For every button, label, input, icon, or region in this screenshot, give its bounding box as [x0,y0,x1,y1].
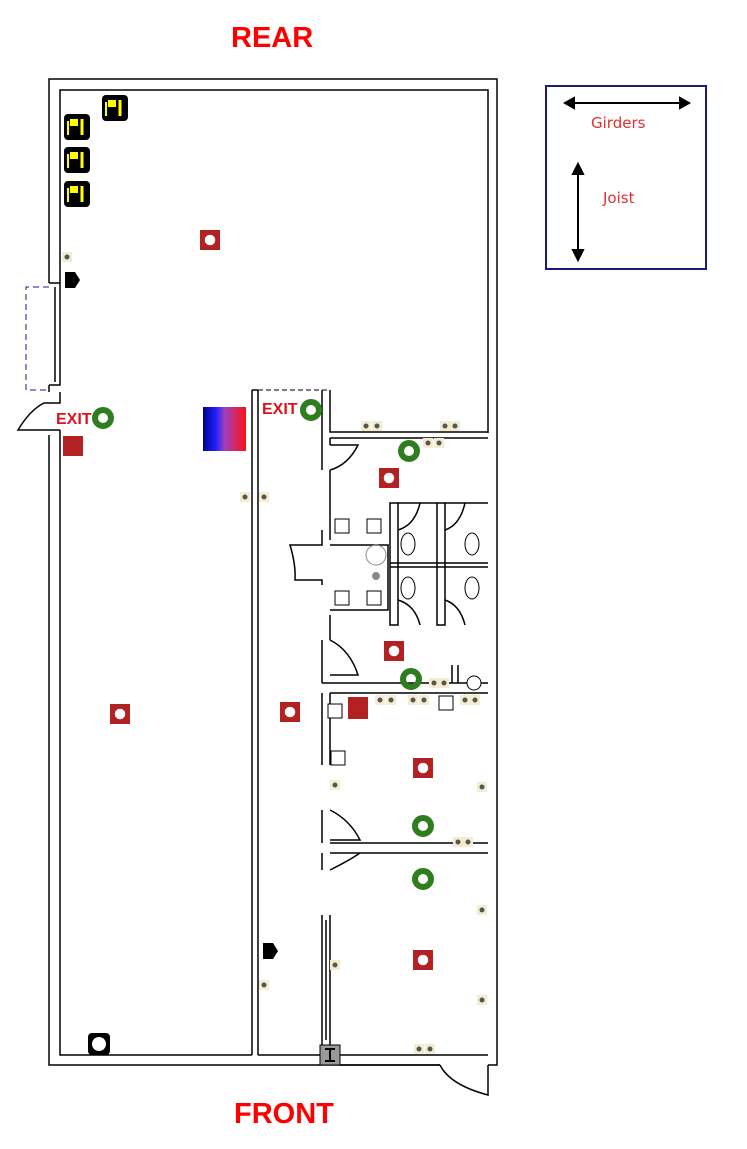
fire-extinguisher-icon [63,436,368,719]
urinal-icon [365,544,387,566]
smoke-detector-icon [379,468,399,488]
emergency-light-icon [412,868,434,890]
sink-icon [366,590,382,606]
toilet-icon [400,576,416,600]
joist-arrow-icon [571,161,585,263]
toilet-icon [464,532,480,556]
sink-icon [366,518,382,534]
sink-icon [334,518,350,534]
front-label: FRONT [234,1098,334,1130]
hvac-unit [203,407,246,451]
walls [16,78,498,1096]
network-jack-icon [65,272,80,288]
sink-icon [334,590,350,606]
column-icon [319,1044,341,1066]
rear-label: REAR [231,22,314,54]
floor-outlet-icon [88,1033,110,1055]
smoke-detector-icon [110,704,130,724]
legend-box [545,85,707,270]
emergency-light-icon [398,440,420,462]
girders-arrow-icon [562,96,692,110]
emergency-light-icon [300,399,322,421]
sink-icon [438,695,454,711]
electrical-panel-icon [102,95,128,121]
window-outline [25,286,49,391]
electrical-panel-icon [64,114,90,140]
sink-icon [327,703,343,719]
electrical-panel-icon [64,181,90,207]
smoke-detector-icon [413,950,433,970]
smoke-detector-icon [384,641,404,661]
legend-girders: Girders [591,114,646,132]
water-heater-icon [466,675,482,691]
toilet-icon [464,576,480,600]
drain-icon [372,572,380,580]
exit-sign-center: EXIT [262,401,298,418]
emergency-light-icon [412,815,434,837]
electrical-panel-icon [64,147,90,173]
exit-sign-left: EXIT [56,411,92,428]
sink-icon [330,750,346,766]
smoke-detector-icon [413,758,433,778]
emergency-light-icon [400,668,422,690]
emergency-light-icon [92,407,114,429]
smoke-detector-icon [280,702,300,722]
smoke-detector-icon [200,230,220,250]
legend-joist: Joist [602,189,635,207]
network-jack-icon [263,943,278,959]
toilet-icon [400,532,416,556]
